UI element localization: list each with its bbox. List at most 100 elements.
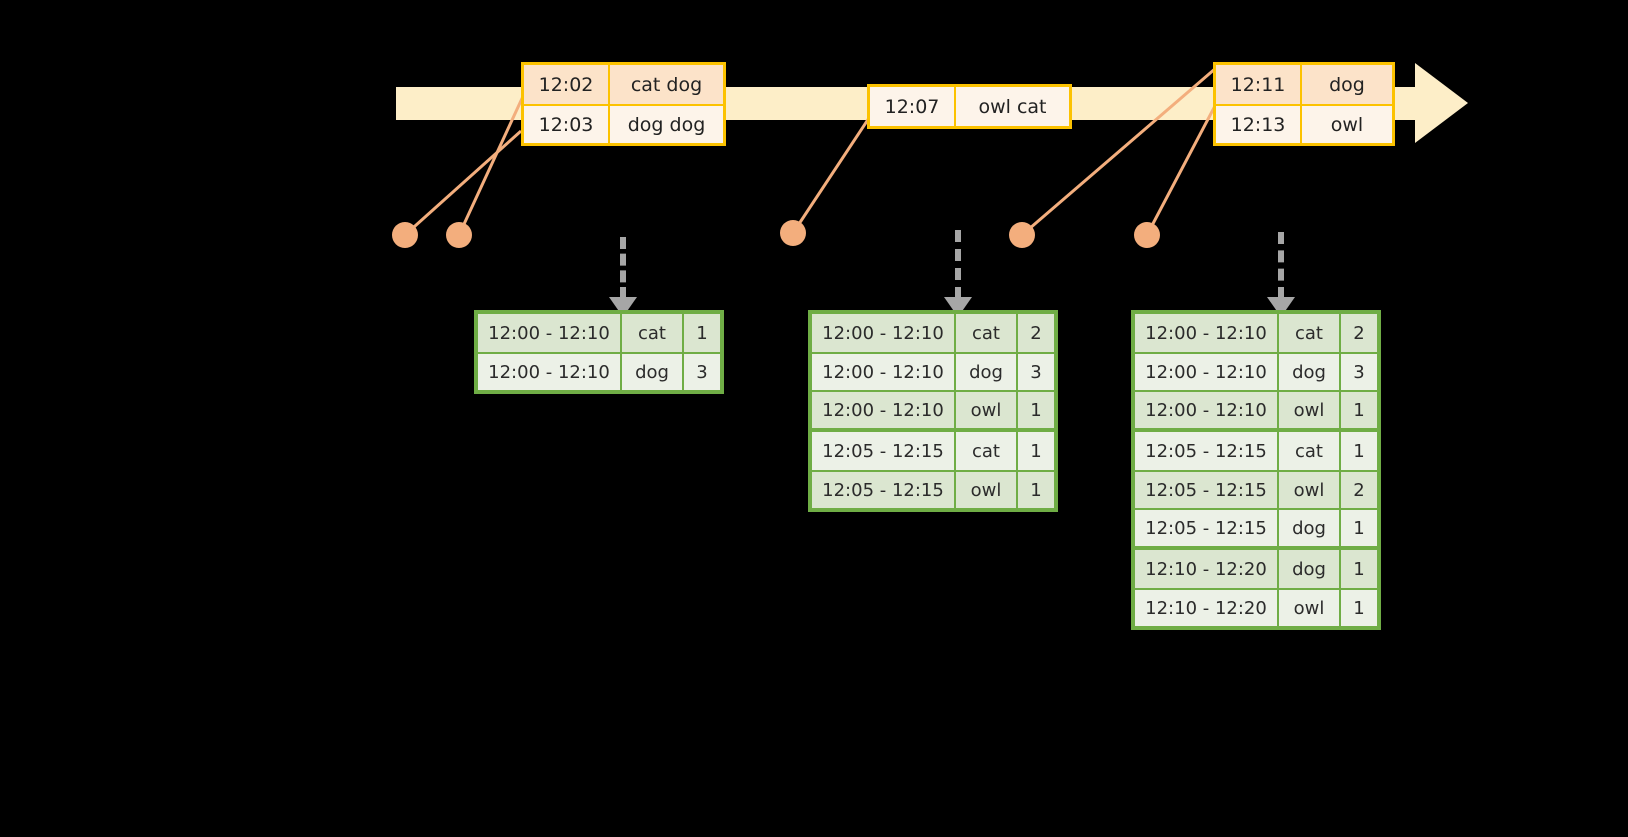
result-table-3: 12:00 - 12:10 cat 2 12:00 - 12:10 dog 3 … [1131,310,1381,630]
key-cell: cat [956,432,1018,470]
event-time: 12:02 [524,65,610,104]
emit-arrow-3 [1267,232,1295,317]
window-cell: 12:00 - 12:10 [812,354,956,390]
event-box-1: 12:02 cat dog 12:03 dog dog [521,62,726,146]
event-box-2: 12:07 owl cat [867,84,1072,129]
count-cell: 1 [1353,597,1365,619]
table-row: 12:05 - 12:15 cat 1 [1135,432,1377,470]
key-cell: dog [956,354,1018,390]
event-row: 12:02 cat dog [524,65,723,104]
count-cell: 3 [696,361,708,383]
key-cell: owl [1279,472,1341,508]
table-row: 12:00 - 12:10 cat 1 [478,314,720,352]
event-marker-2 [446,222,472,248]
window-cell: 12:05 - 12:15 [1135,432,1279,470]
table-row: 12:05 - 12:15 cat 1 [812,432,1054,470]
count-cell: 1 [1030,399,1042,421]
table-row: 12:00 - 12:10 cat 2 [1135,314,1377,352]
key-cell: dog [622,354,684,390]
window-cell: 12:00 - 12:10 [478,314,622,352]
key-cell: cat [956,314,1018,352]
result-group: 12:00 - 12:10 cat 2 12:00 - 12:10 dog 3 … [812,314,1054,428]
key-cell: cat [1279,432,1341,470]
count-cell: 1 [1353,558,1365,580]
key-cell: cat [1279,314,1341,352]
count-cell: 1 [1353,440,1365,462]
count-cell: 1 [1030,440,1042,462]
event-row: 12:11 dog [1216,65,1392,104]
event-marker-4 [1009,222,1035,248]
table-row: 12:10 - 12:20 dog 1 [1135,550,1377,588]
table-row: 12:00 - 12:10 dog 3 [1135,352,1377,390]
event-marker-1 [392,222,418,248]
count-cell: 1 [1353,517,1365,539]
event-time: 12:13 [1216,106,1302,143]
event-words: dog dog [627,113,706,136]
emit-arrow-1 [609,237,637,317]
event-marker-5 [1134,222,1160,248]
event-row: 12:07 owl cat [870,87,1069,126]
emit-arrow-shaft [620,237,626,299]
key-cell: owl [956,392,1018,428]
key-cell: owl [956,472,1018,508]
emit-arrow-shaft [1278,232,1284,299]
event-time: 12:07 [870,87,956,126]
event-row: 12:13 owl [1216,104,1392,143]
result-group: 12:10 - 12:20 dog 1 12:10 - 12:20 owl 1 [1135,546,1377,626]
window-cell: 12:00 - 12:10 [812,392,956,428]
key-cell: dog [1279,550,1341,588]
window-cell: 12:00 - 12:10 [812,314,956,352]
event-time: 12:03 [524,106,610,143]
count-cell: 1 [1030,479,1042,501]
key-cell: dog [1279,354,1341,390]
key-cell: dog [1279,510,1341,546]
key-cell: owl [1279,392,1341,428]
result-group: 12:00 - 12:10 cat 1 12:00 - 12:10 dog 3 [478,314,720,390]
window-cell: 12:00 - 12:10 [1135,314,1279,352]
count-cell: 1 [1353,399,1365,421]
count-cell: 3 [1353,361,1365,383]
count-cell: 2 [1030,322,1042,344]
key-cell: owl [1279,590,1341,626]
event-words: dog [1329,73,1365,96]
connector-line-3 [791,117,871,234]
count-cell: 3 [1030,361,1042,383]
key-cell: cat [622,314,684,352]
window-cell: 12:00 - 12:10 [1135,392,1279,428]
table-row: 12:10 - 12:20 owl 1 [1135,588,1377,626]
event-marker-3 [780,220,806,246]
count-cell: 1 [696,322,708,344]
table-row: 12:05 - 12:15 owl 1 [812,470,1054,508]
result-table-1: 12:00 - 12:10 cat 1 12:00 - 12:10 dog 3 [474,310,724,394]
result-group: 12:05 - 12:15 cat 1 12:05 - 12:15 owl 1 [812,428,1054,508]
window-cell: 12:00 - 12:10 [1135,354,1279,390]
window-cell: 12:05 - 12:15 [1135,510,1279,546]
window-cell: 12:05 - 12:15 [1135,472,1279,508]
table-row: 12:05 - 12:15 dog 1 [1135,508,1377,546]
table-row: 12:00 - 12:10 owl 1 [1135,390,1377,428]
event-words: owl [1330,113,1364,136]
count-cell: 2 [1353,322,1365,344]
table-row: 12:05 - 12:15 owl 2 [1135,470,1377,508]
emit-arrow-2 [944,230,972,317]
window-cell: 12:10 - 12:20 [1135,590,1279,626]
table-row: 12:00 - 12:10 cat 2 [812,314,1054,352]
result-table-2: 12:00 - 12:10 cat 2 12:00 - 12:10 dog 3 … [808,310,1058,512]
connector-line-5 [1145,103,1218,236]
event-words: owl cat [978,95,1047,118]
window-cell: 12:10 - 12:20 [1135,550,1279,588]
table-row: 12:00 - 12:10 dog 3 [478,352,720,390]
event-box-3: 12:11 dog 12:13 owl [1213,62,1395,146]
window-cell: 12:05 - 12:15 [812,432,956,470]
event-words: cat dog [630,73,703,96]
table-row: 12:00 - 12:10 dog 3 [812,352,1054,390]
event-row: 12:03 dog dog [524,104,723,143]
emit-arrow-shaft [955,230,961,299]
window-cell: 12:05 - 12:15 [812,472,956,508]
timeline-arrow-head-icon [1415,63,1468,143]
event-time: 12:11 [1216,65,1302,104]
count-cell: 2 [1353,479,1365,501]
result-group: 12:00 - 12:10 cat 2 12:00 - 12:10 dog 3 … [1135,314,1377,428]
connector-line-1 [403,129,523,237]
